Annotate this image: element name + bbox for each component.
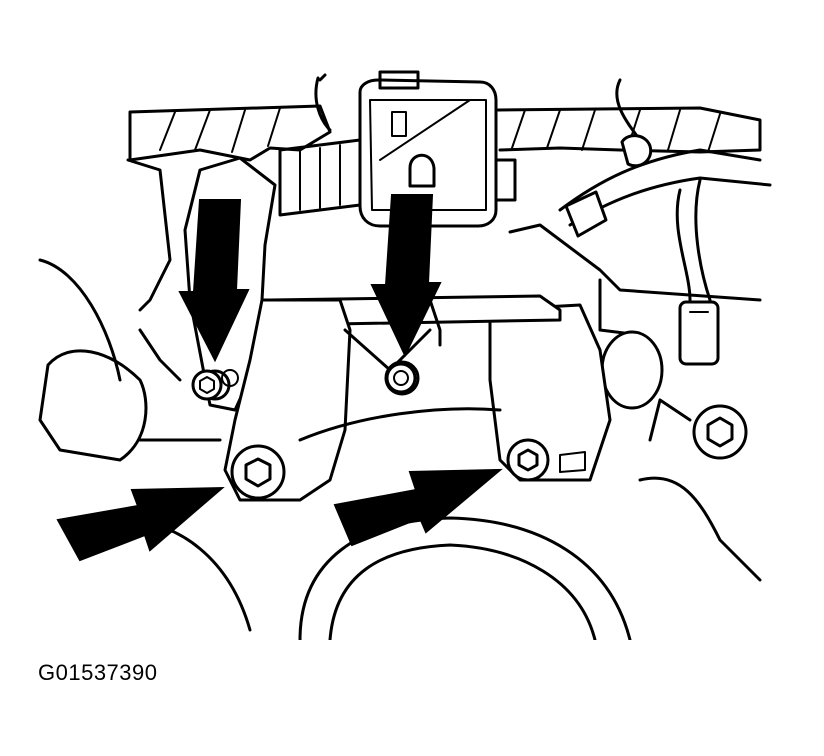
arrow-up-right-left xyxy=(56,486,225,562)
bolt-lower-left xyxy=(230,444,286,500)
bolt-upper-left xyxy=(191,369,223,401)
wire-harness xyxy=(558,78,772,366)
sensor-connector xyxy=(278,70,517,228)
arrow-down-left xyxy=(178,199,250,363)
right-bolt xyxy=(648,398,748,460)
right-mount-bracket xyxy=(488,223,762,482)
bolt-lower-right xyxy=(506,438,550,482)
figure-id-label: G01537390 xyxy=(38,660,158,685)
bolt-upper-center xyxy=(385,362,417,394)
arrow-down-center xyxy=(370,194,442,358)
engine-mount-diagram xyxy=(38,70,772,640)
arrow-up-right-right xyxy=(333,468,503,547)
